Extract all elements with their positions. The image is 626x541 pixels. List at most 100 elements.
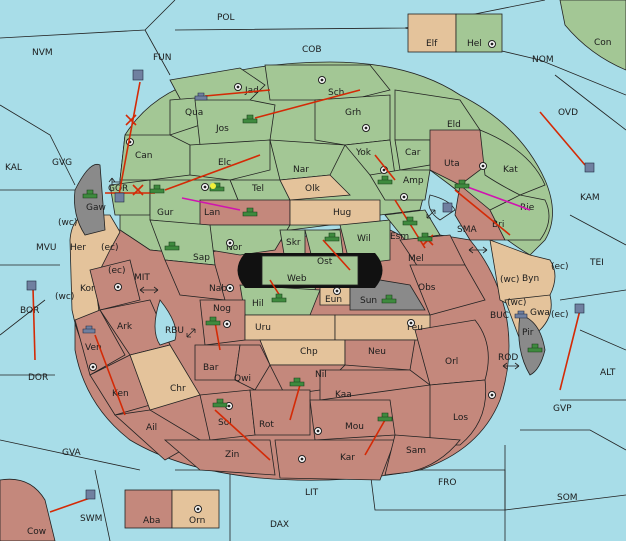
rbu-inlet <box>154 299 177 346</box>
label-gwa: Gwa <box>530 308 550 318</box>
label-her: Her <box>70 243 86 253</box>
void-x-icon <box>132 184 144 196</box>
double-arrow-icon <box>108 177 120 186</box>
label-los: Los <box>453 413 468 423</box>
fleet-unit-icon <box>584 162 595 173</box>
label-zin: Zin <box>225 450 239 460</box>
central-island <box>261 255 359 286</box>
label-car: Car <box>405 148 421 158</box>
label-neu: Neu <box>368 347 386 357</box>
fleet-unit-icon <box>132 69 144 81</box>
label-alt: ALT <box>600 368 616 378</box>
army-unit-icon <box>242 114 258 124</box>
fleet-unit-icon <box>574 303 585 314</box>
double-arrow-icon <box>186 328 196 338</box>
region-obs[interactable] <box>409 264 486 316</box>
region-gaw[interactable] <box>74 163 106 236</box>
order-arrow-icon <box>117 81 141 201</box>
label-kar: Kar <box>340 453 355 463</box>
coast-gwa-wc: (wc) <box>507 298 526 308</box>
region-elc[interactable] <box>189 139 271 181</box>
region-olk[interactable] <box>279 174 351 201</box>
region-kar[interactable] <box>274 439 396 481</box>
army-unit-icon <box>164 241 180 251</box>
label-nab: Nab <box>209 284 227 294</box>
region-cow[interactable] <box>0 478 56 541</box>
region-zin[interactable] <box>163 439 276 476</box>
label-ail: Ail <box>146 423 157 433</box>
label-nom: NOM <box>532 55 554 65</box>
coast-her-ec: (ec) <box>101 243 119 253</box>
region-los[interactable] <box>429 379 487 446</box>
double-arrow-icon <box>139 286 159 294</box>
supply-center-icon <box>114 283 122 291</box>
label-buc: BUC <box>490 311 509 321</box>
supply-center-icon <box>226 239 234 247</box>
order-arrow-icon <box>454 189 511 236</box>
void-x-icon <box>125 114 137 126</box>
region-rie[interactable] <box>489 194 550 241</box>
army-unit-icon <box>377 175 393 185</box>
order-arrows <box>32 81 586 513</box>
order-arrow-icon <box>539 111 586 166</box>
label-byn: Byn <box>522 274 539 284</box>
label-aba: Aba <box>143 516 160 526</box>
label-chp: Chp <box>300 347 318 357</box>
supply-center-icon <box>333 287 341 295</box>
region-qwi[interactable] <box>234 344 271 391</box>
label-uta: Uta <box>444 159 460 169</box>
army-unit-icon <box>271 293 287 303</box>
label-grh: Grh <box>345 108 361 118</box>
label-gur: Gur <box>157 208 174 218</box>
units <box>26 69 595 500</box>
fleet-unit-icon <box>82 325 96 334</box>
label-kam: KAM <box>580 193 600 203</box>
army-unit-icon <box>149 184 165 194</box>
label-sch: Sch <box>328 88 344 98</box>
order-arrow-icon <box>204 89 271 97</box>
label-eun: Eun <box>325 295 342 305</box>
supply-center-icon <box>488 391 496 399</box>
label-hel: Hel <box>467 39 482 49</box>
label-lan: Lan <box>204 208 220 218</box>
region-bri[interactable] <box>454 184 506 241</box>
label-sam: Sam <box>406 446 426 456</box>
label-cow: Cow <box>27 527 46 537</box>
region-jos[interactable] <box>194 99 276 146</box>
region-sol[interactable] <box>199 389 256 441</box>
label-yok: Yok <box>355 148 372 158</box>
army-unit-icon <box>402 216 418 226</box>
passage-markers <box>108 177 520 370</box>
army-unit-icon <box>205 316 221 326</box>
fleet-unit-icon <box>85 489 96 500</box>
coast-her-wc: (wc) <box>58 218 77 228</box>
label-sol: Sol <box>218 418 232 428</box>
label-bar: Bar <box>203 363 219 373</box>
label-gor: GOR <box>108 184 128 194</box>
label-uru: Uru <box>255 323 271 333</box>
label-elc: Elc <box>218 158 231 168</box>
order-arrow-icon <box>322 239 351 271</box>
supply-center-icon <box>226 284 234 292</box>
order-arrow-icon <box>254 89 361 119</box>
order-arrow-icon <box>559 309 581 391</box>
order-arrow-icon <box>269 279 281 297</box>
army-unit-icon <box>417 232 433 242</box>
label-rod: ROD <box>498 353 518 363</box>
region-grh[interactable] <box>314 94 391 146</box>
region-sam[interactable] <box>384 434 461 476</box>
double-arrow-icon <box>502 362 520 370</box>
label-mvu: MVU <box>36 243 57 253</box>
region-aba[interactable] <box>124 489 173 529</box>
order-arrow-icon <box>94 334 126 416</box>
label-tel: Tel <box>251 184 264 194</box>
fleet-unit-icon <box>514 310 528 319</box>
land-labels: Jad Sch Qua Jos Grh Eld Can Yok Car Elc … <box>70 39 550 526</box>
supply-center-icon <box>318 76 326 84</box>
label-gvg: GVG <box>52 158 72 168</box>
region-kat[interactable] <box>479 129 546 196</box>
label-fro: FRO <box>438 478 457 488</box>
label-olk: Olk <box>305 184 321 194</box>
fleet-unit-icon <box>442 202 453 213</box>
army-unit-icon <box>377 412 393 422</box>
